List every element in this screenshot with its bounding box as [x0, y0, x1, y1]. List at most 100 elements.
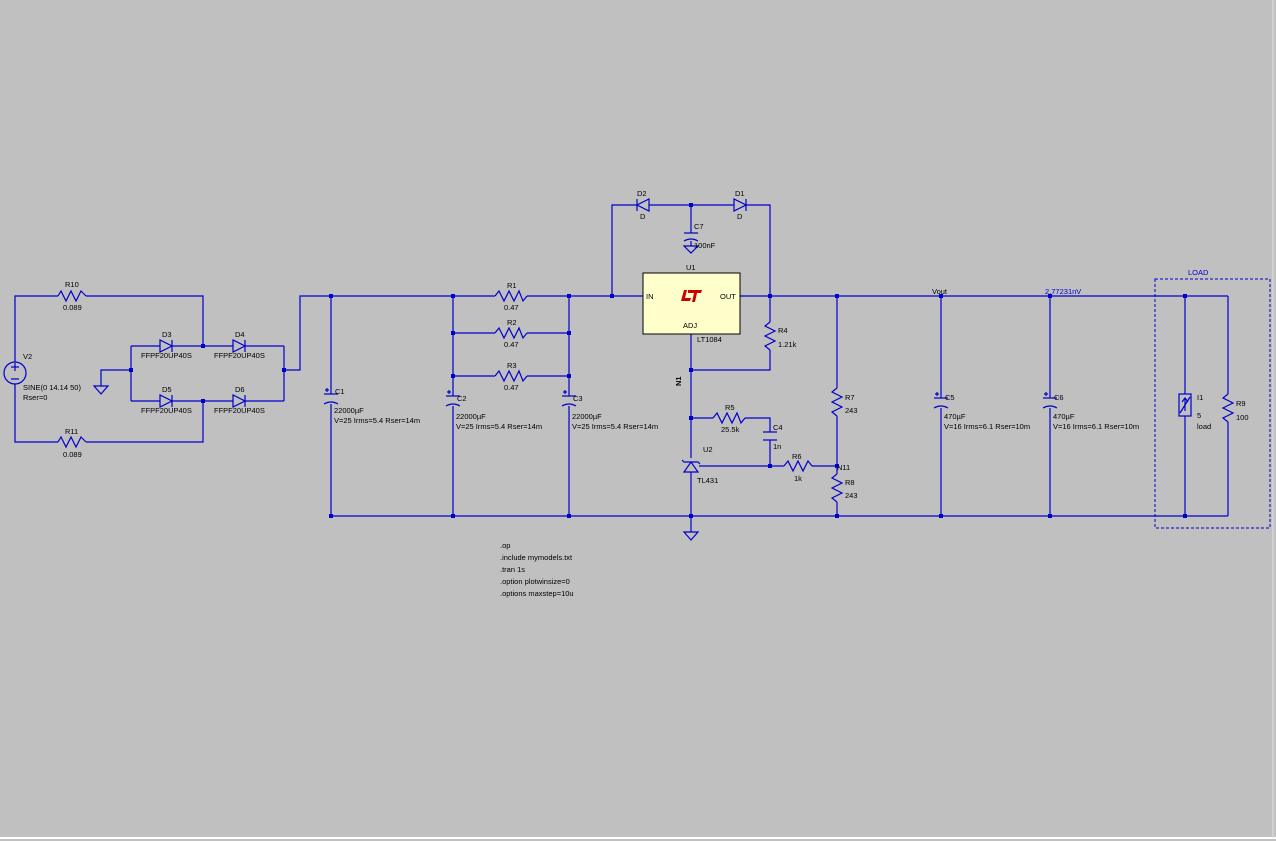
regulator-u1[interactable]: [642, 272, 741, 335]
diode-d6[interactable]: [232, 394, 247, 408]
lt-logo-icon: [681, 290, 702, 302]
r8-ref: R8: [845, 478, 855, 487]
d6-value: FFPF20UP40S: [214, 406, 265, 415]
c6-ref: C6: [1054, 393, 1064, 402]
load-group-box[interactable]: [1154, 278, 1271, 529]
d6-ref: D6: [235, 385, 245, 394]
wires: [14, 204, 1229, 532]
u1-value: LT1084: [697, 335, 722, 344]
ground-symbol-main: [682, 531, 700, 541]
c1-ref: C1: [335, 387, 345, 396]
diode-d5[interactable]: [159, 394, 174, 408]
r4-value: 1.21k: [778, 340, 797, 349]
c6-value: 470µF: [1053, 412, 1075, 421]
r1-value: 0.47: [504, 303, 519, 312]
d5-ref: D5: [162, 385, 172, 394]
c4-ref: C4: [773, 423, 783, 432]
ground-symbol-bridge: [92, 385, 110, 395]
c1-value: 22000µF: [334, 406, 364, 415]
r7-value: 243: [845, 406, 858, 415]
junction-dots: [129, 203, 1187, 518]
r3-value: 0.47: [504, 383, 519, 392]
i1-param: load: [1197, 422, 1211, 431]
d2-value: D: [640, 212, 646, 221]
resistor-r2[interactable]: [494, 326, 528, 340]
diode-d3[interactable]: [159, 339, 174, 353]
c7-ref: C7: [694, 222, 704, 231]
u2-value: TL431: [697, 476, 718, 485]
c2-param: V=25 Irms=5.4 Rser=14m: [456, 422, 542, 431]
diode-d1[interactable]: [733, 198, 748, 212]
r7-ref: R7: [845, 393, 855, 402]
r6-ref: R6: [792, 452, 802, 461]
c5-ref: C5: [945, 393, 955, 402]
capacitor-c4[interactable]: [763, 431, 777, 441]
directive-op: .op: [500, 541, 510, 550]
directive-plotwinsize: .option plotwinsize=0: [500, 577, 570, 586]
resistor-r10[interactable]: [57, 289, 87, 303]
r10-value: 0.089: [63, 303, 82, 312]
d4-value: FFPF20UP40S: [214, 351, 265, 360]
r4-ref: R4: [778, 326, 788, 335]
c3-param: V=25 Irms=5.4 Rser=14m: [572, 422, 658, 431]
resistor-r3[interactable]: [494, 369, 528, 383]
directive-maxstep: .options maxstep=10u: [500, 589, 574, 598]
resistor-r5[interactable]: [712, 411, 746, 425]
resistor-r9[interactable]: [1221, 393, 1235, 423]
d3-ref: D3: [162, 330, 172, 339]
d1-value: D: [737, 212, 743, 221]
resistor-r6[interactable]: [783, 459, 813, 473]
resistor-r8[interactable]: [830, 473, 844, 503]
current-source-i1[interactable]: [1178, 393, 1192, 417]
c5-value: 470µF: [944, 412, 966, 421]
r1-ref: R1: [507, 281, 517, 290]
r6-value: 1k: [794, 474, 802, 483]
resistor-r11[interactable]: [57, 435, 87, 449]
c4-value: 1n: [773, 442, 781, 451]
u1-ref: U1: [686, 263, 696, 272]
spice-directives[interactable]: .op .include mymodels.txt .tran 1s .opti…: [500, 541, 574, 598]
resistor-r4[interactable]: [763, 321, 777, 351]
capacitor-c2[interactable]: [445, 390, 461, 407]
ground-symbol-c7: [682, 245, 700, 254]
net-label-n11: N11: [837, 463, 850, 472]
v2-param: Rser=0: [23, 393, 47, 402]
capacitor-c5[interactable]: [933, 392, 949, 409]
c6-param: V=16 Irms=6.1 Rser=10m: [1053, 422, 1139, 431]
net-label-vout: Vout: [932, 287, 948, 296]
c3-value: 22000µF: [572, 412, 602, 421]
v2-ref: V2: [23, 352, 32, 361]
c3-ref: C3: [573, 394, 583, 403]
diode-d4[interactable]: [232, 339, 247, 353]
i1-ref: I1: [1197, 393, 1203, 402]
capacitor-c1[interactable]: [323, 388, 339, 405]
r2-ref: R2: [507, 318, 517, 327]
load-box-label: LOAD: [1188, 268, 1209, 277]
d2-ref: D2: [637, 189, 647, 198]
voltage-probe-readout: 2.77231nV: [1045, 287, 1081, 296]
d5-value: FFPF20UP40S: [141, 406, 192, 415]
directive-tran: .tran 1s: [500, 565, 525, 574]
r5-ref: R5: [725, 403, 735, 412]
capacitor-c7[interactable]: [683, 232, 699, 242]
r11-ref: R11: [65, 427, 78, 436]
r8-value: 243: [845, 491, 858, 500]
capacitor-c3[interactable]: [561, 390, 577, 407]
resistor-r7[interactable]: [830, 387, 844, 417]
u1-pin-in: IN: [646, 292, 654, 301]
diode-d2[interactable]: [635, 198, 650, 212]
d1-ref: D1: [735, 189, 745, 198]
r11-value: 0.089: [63, 450, 82, 459]
directive-include: .include mymodels.txt: [500, 553, 573, 562]
d3-value: FFPF20UP40S: [141, 351, 192, 360]
u1-pin-out: OUT: [720, 292, 736, 301]
c1-param: V=25 Irms=5.4 Rser=14m: [334, 416, 420, 425]
resistor-r1[interactable]: [494, 289, 528, 303]
capacitor-c6[interactable]: [1042, 392, 1058, 409]
voltage-source-v2[interactable]: [3, 361, 27, 385]
c2-ref: C2: [457, 394, 467, 403]
shunt-regulator-u2[interactable]: [681, 459, 701, 473]
r5-value: 25.5k: [721, 425, 740, 434]
